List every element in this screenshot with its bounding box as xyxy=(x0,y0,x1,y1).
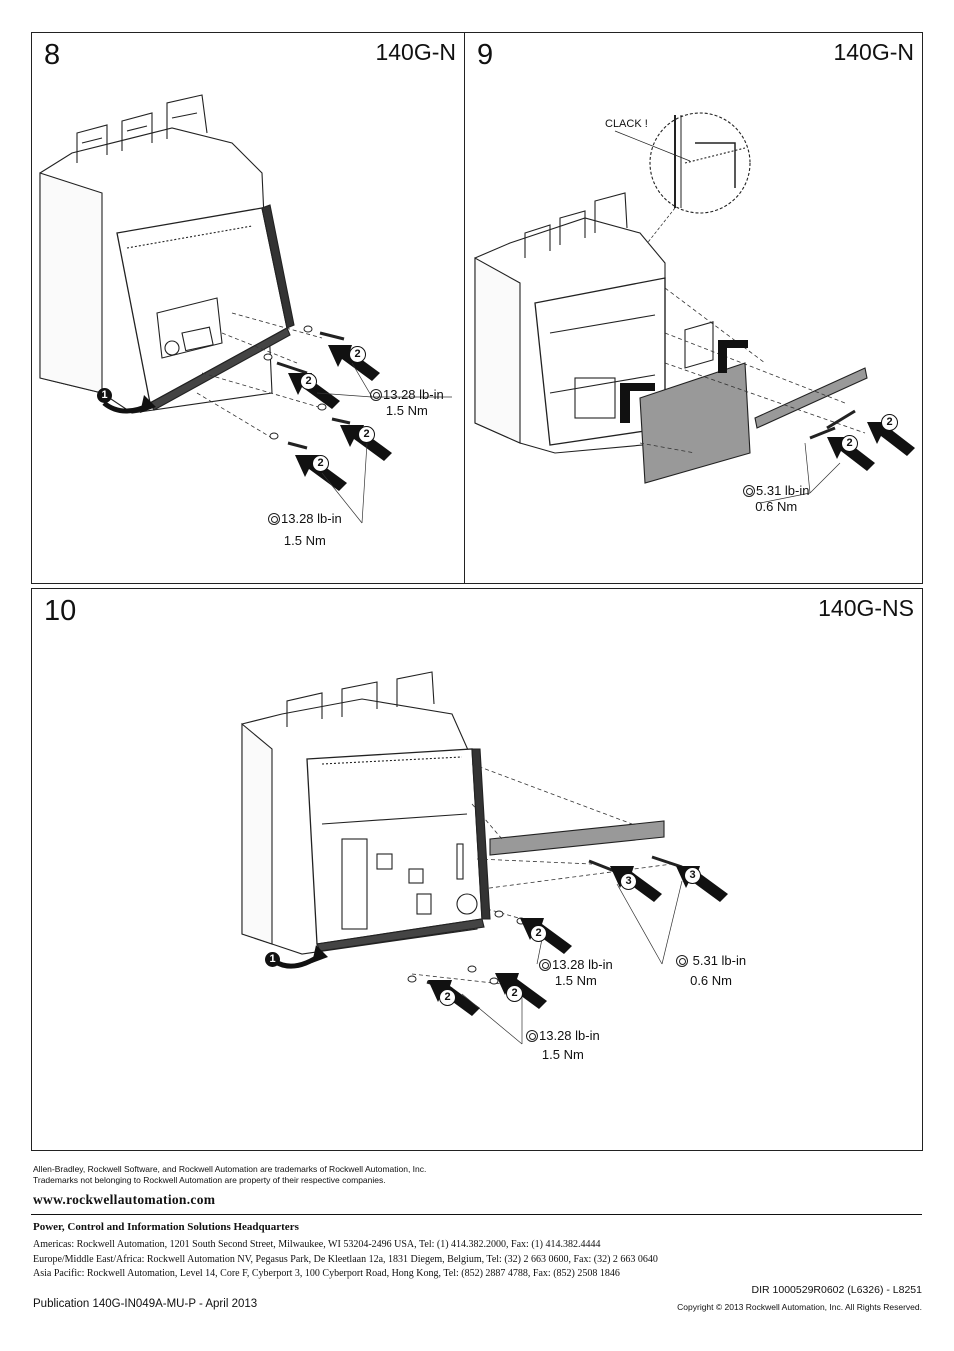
step-marker-3: 3 xyxy=(620,873,637,890)
step-marker-2: 2 xyxy=(312,455,329,472)
trademark-line: Trademarks not belonging to Rockwell Aut… xyxy=(33,1175,386,1185)
step-10-panel: 10 140G-NS xyxy=(31,588,923,1151)
torque-icon xyxy=(268,513,280,525)
torque-spec: 5.31 lb-in 0.6 Nm xyxy=(676,953,746,989)
step-marker-2: 2 xyxy=(358,426,375,443)
model-label: 140G-N xyxy=(375,39,456,65)
step-marker-2: 2 xyxy=(881,414,898,431)
copyright-notice: Copyright © 2013 Rockwell Automation, In… xyxy=(677,1302,922,1312)
torque-icon xyxy=(539,959,551,971)
breaker-cover-illustration xyxy=(474,112,915,504)
headquarters-title: Power, Control and Information Solutions… xyxy=(33,1221,299,1233)
publication-number: Publication 140G-IN049A-MU-P - April 201… xyxy=(33,1298,258,1310)
step-number: 10 xyxy=(44,595,77,627)
step-marker-2: 2 xyxy=(439,989,456,1006)
torque-icon xyxy=(676,955,688,967)
torque-icon xyxy=(526,1030,538,1042)
trademark-notice: Allen-Bradley, Rockwell Software, and Ro… xyxy=(33,1164,426,1186)
footer-divider xyxy=(31,1214,922,1215)
torque-icon xyxy=(743,485,755,497)
step-marker-2: 2 xyxy=(841,435,858,452)
address-americas: Americas: Rockwell Automation, 1201 Sout… xyxy=(33,1239,601,1250)
breaker-cover-illustration xyxy=(241,671,728,1045)
step-marker-2: 2 xyxy=(300,373,317,390)
torque-spec: 5.31 lb-in 0.6 Nm xyxy=(743,483,809,515)
step-marker-2: 2 xyxy=(349,346,366,363)
address-emea: Europe/Middle East/Africa: Rockwell Auto… xyxy=(33,1253,658,1265)
clack-callout-label: CLACK ! xyxy=(605,118,648,130)
torque-spec: 13.28 lb-in 1.5 Nm xyxy=(526,1028,600,1063)
step-9-panel: 9 140G-N CLACK ! xyxy=(464,32,923,584)
regional-addresses: Americas: Rockwell Automation, 1201 Sout… xyxy=(33,1238,658,1282)
step-number: 8 xyxy=(44,39,61,71)
step-marker-1: 1 xyxy=(97,388,112,403)
step-8-panel: 8 140G-N xyxy=(31,32,465,584)
step-marker-2: 2 xyxy=(530,925,547,942)
torque-icon xyxy=(370,389,382,401)
breaker-cover-illustration xyxy=(39,94,452,524)
step-marker-3: 3 xyxy=(684,867,701,884)
step-marker-1: 1 xyxy=(265,952,280,967)
torque-spec: 13.28 lb-in 1.5 Nm xyxy=(370,387,444,419)
torque-spec: 13.28 lb-in 1.5 Nm xyxy=(268,511,342,549)
step-marker-2: 2 xyxy=(506,985,523,1002)
model-label: 140G-NS xyxy=(818,595,914,621)
website-link[interactable]: www.rockwellautomation.com xyxy=(33,1192,216,1207)
model-label: 140G-N xyxy=(833,39,914,65)
document-id: DIR 1000529R0602 (L6326) - L8251 xyxy=(751,1284,922,1296)
trademark-line: Allen-Bradley, Rockwell Software, and Ro… xyxy=(33,1164,427,1174)
torque-spec: 13.28 lb-in 1.5 Nm xyxy=(539,957,613,989)
address-apac: Asia Pacific: Rockwell Automation, Level… xyxy=(33,1268,620,1279)
step-number: 9 xyxy=(477,39,494,71)
